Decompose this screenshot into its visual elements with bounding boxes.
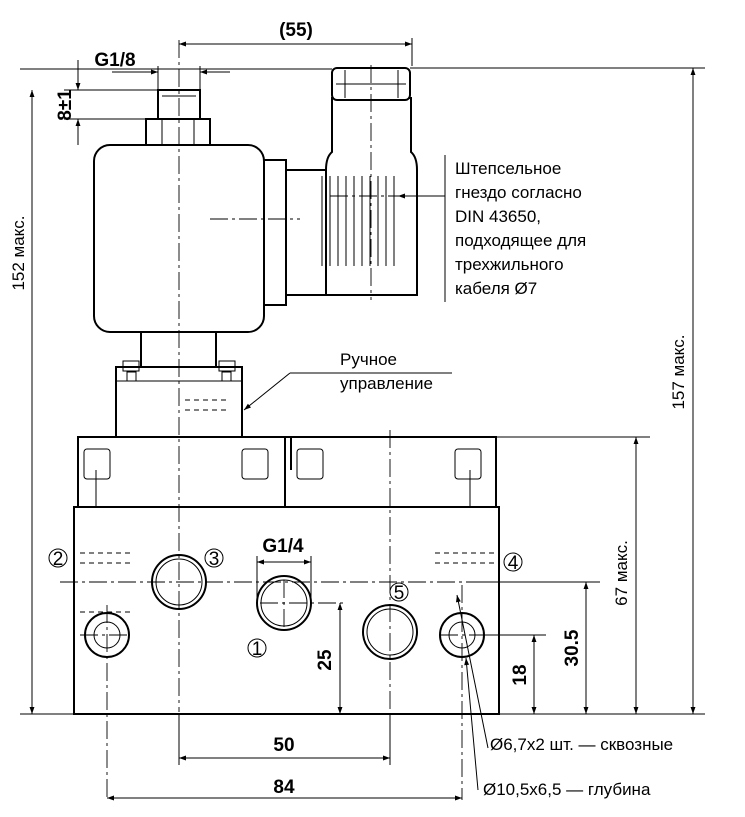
port-label-3: 3	[209, 549, 220, 570]
manual-note-line-1: Ручное	[340, 350, 397, 369]
dim-hole-spacing: 84	[273, 777, 295, 798]
port-label-5: 5	[394, 583, 405, 604]
connector-note-line-1: Штепсельное	[455, 159, 561, 178]
connector-note: Штепсельное гнездо согласно DIN 43650, п…	[455, 159, 586, 298]
dim-height-left: 152 макс.	[9, 215, 28, 290]
connector-note-line-6: кабеля Ø7	[455, 279, 537, 298]
dim-port-thread: G1/4	[262, 536, 304, 557]
ports-geometry	[60, 554, 550, 800]
manual-note: Ручное управление	[340, 350, 433, 393]
dim-inlet-thread: G1/8	[94, 50, 135, 71]
dim-port5-height: 25	[315, 649, 336, 671]
dim-body-height: 67 макс.	[612, 540, 631, 606]
dim-hole-height: 18	[510, 664, 531, 685]
dim-thread-length: 8±1	[55, 89, 76, 121]
port-label-2: 2	[53, 549, 64, 570]
din-connector	[321, 67, 418, 296]
connector-note-line-3: DIN 43650,	[455, 207, 541, 226]
connector-note-line-5: трехжильного	[455, 255, 564, 274]
hole-through-note: Ø6,7x2 шт. — сквозные	[490, 735, 673, 754]
dim-height-right: 157 макс.	[669, 334, 688, 409]
connector-note-line-2: гнездо согласно	[455, 183, 582, 202]
dim-top-width: (55)	[279, 20, 313, 41]
hidden-lines	[80, 399, 495, 613]
solenoid-coil	[93, 144, 327, 333]
connector-note-line-4: подходящее для	[455, 231, 586, 250]
centre-lines	[178, 40, 412, 712]
valve-body	[73, 436, 500, 715]
port-label-1: 1	[252, 639, 263, 660]
dim-port-spacing: 50	[273, 735, 294, 756]
connector-ribs	[321, 176, 395, 266]
leader-lines	[243, 155, 489, 791]
manual-note-line-2: управление	[340, 374, 433, 393]
hole-depth-note: Ø10,5x6,5 — глубина	[483, 780, 651, 799]
port-label-4: 4	[508, 553, 519, 574]
inlet-fitting	[145, 89, 211, 146]
dim-port4-height: 30.5	[562, 629, 583, 666]
dimension-lines	[20, 38, 705, 801]
port-markers: 2 3 4 5 1	[48, 548, 523, 660]
